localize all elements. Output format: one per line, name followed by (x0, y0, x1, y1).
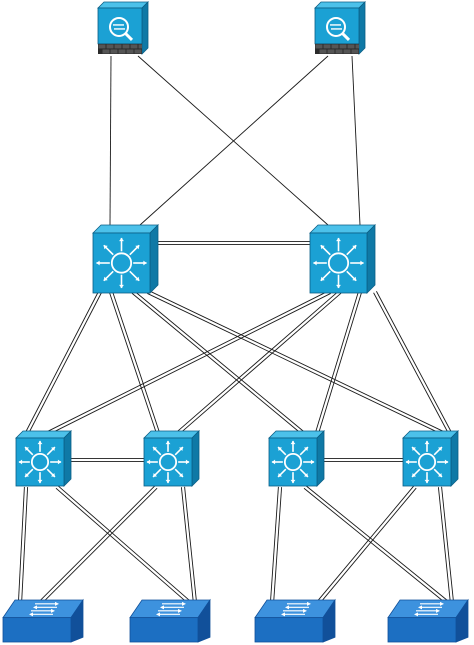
link-core-switch-2-to-distribution-switch-3 (315, 291, 362, 434)
link-strand (25, 291, 99, 433)
link-strand (40, 487, 158, 605)
link-strand (176, 290, 340, 433)
link-strand (184, 486, 198, 603)
link-strand (437, 487, 451, 604)
distribution-switch-1 (15, 430, 72, 487)
link-distribution-switch-1-to-access-switch-1 (17, 486, 29, 604)
access-switch-3 (254, 598, 336, 643)
link-strand (148, 290, 444, 432)
link-strand (112, 291, 160, 433)
brick-wall (315, 43, 359, 54)
link-distribution-switch-2-to-access-switch-1 (38, 485, 158, 605)
link-distribution-switch-1-to-distribution-switch-2 (68, 457, 145, 463)
multilayer-switch-icon (96, 237, 147, 289)
link-strand (48, 293, 331, 435)
link-strand (137, 55, 329, 226)
workgroup-switch-icon (29, 601, 59, 617)
link-core-switch-1-to-distribution-switch-3 (131, 290, 305, 435)
links-layer (17, 55, 455, 605)
link-distribution-switch-4-to-access-switch-3 (316, 485, 417, 605)
link-strand (21, 487, 29, 604)
multilayer-switch-icon (405, 440, 449, 484)
link-strand (109, 55, 112, 226)
multilayer-switch-icon (146, 440, 190, 484)
distribution-switch-2 (143, 430, 200, 487)
link-distribution-switch-1-to-access-switch-2 (55, 485, 192, 605)
link-strand (139, 55, 329, 226)
link-strand (303, 487, 448, 605)
link-strand (315, 291, 359, 433)
link-distribution-switch-3-to-access-switch-4 (303, 485, 450, 605)
link-strand (373, 292, 449, 434)
link-strand (109, 292, 157, 434)
distribution-switch-4 (402, 430, 459, 487)
multilayer-switch-icon (313, 237, 364, 289)
link-strand (28, 292, 102, 434)
multilayer-switch-icon (18, 440, 62, 484)
link-firewall-2-to-core-switch-2 (351, 55, 361, 226)
link-strand (131, 292, 303, 435)
link-core-switch-1-to-core-switch-2 (158, 240, 312, 246)
multilayer-switch-icon (271, 440, 315, 484)
link-strand (441, 486, 455, 603)
firewall-2 (314, 1, 366, 55)
link-core-switch-1-to-distribution-switch-4 (147, 290, 444, 435)
link-strand (38, 485, 156, 603)
link-strand (318, 292, 362, 434)
link-core-switch-1-to-distribution-switch-2 (109, 291, 160, 434)
link-distribution-switch-3-to-distribution-switch-4 (322, 457, 405, 463)
distribution-switch-3 (268, 430, 325, 487)
link-strand (316, 485, 415, 603)
firewall-icon (109, 16, 134, 42)
link-strand (273, 487, 283, 604)
link-distribution-switch-4-to-access-switch-4 (437, 486, 455, 604)
link-strand (351, 55, 361, 226)
core-switch-2 (309, 224, 376, 294)
link-firewall-1-to-core-switch-1 (109, 55, 112, 226)
workgroup-switch-icon (281, 601, 311, 617)
link-core-switch-2-to-distribution-switch-4 (373, 291, 452, 434)
access-switch-2 (129, 598, 211, 643)
link-distribution-switch-2-to-access-switch-2 (180, 486, 198, 604)
link-strand (376, 291, 452, 433)
firewall-1 (97, 1, 149, 55)
firewall-icon (326, 16, 351, 42)
link-core-switch-2-to-distribution-switch-2 (176, 290, 342, 435)
link-strand (318, 487, 417, 605)
brick-wall (98, 43, 142, 54)
link-strand (180, 487, 194, 604)
link-strand (47, 290, 330, 432)
link-core-switch-2-to-distribution-switch-1 (47, 290, 331, 435)
link-strand (55, 487, 190, 605)
link-strand (17, 486, 25, 603)
link-strand (305, 485, 450, 603)
link-strand (269, 486, 279, 603)
core-switch-1 (92, 224, 159, 294)
link-strand (178, 292, 342, 435)
access-switch-1 (2, 598, 84, 643)
link-firewall-2-to-core-switch-1 (139, 55, 329, 226)
link-strand (147, 293, 443, 435)
link-core-switch-1-to-distribution-switch-1 (25, 291, 102, 434)
workgroup-switch-icon (414, 601, 444, 617)
link-firewall-1-to-core-switch-2 (137, 55, 329, 226)
workgroup-switch-icon (156, 601, 186, 617)
link-strand (57, 485, 192, 603)
link-strand (133, 290, 305, 433)
access-switch-4 (387, 598, 469, 643)
link-distribution-switch-3-to-access-switch-3 (269, 486, 283, 604)
